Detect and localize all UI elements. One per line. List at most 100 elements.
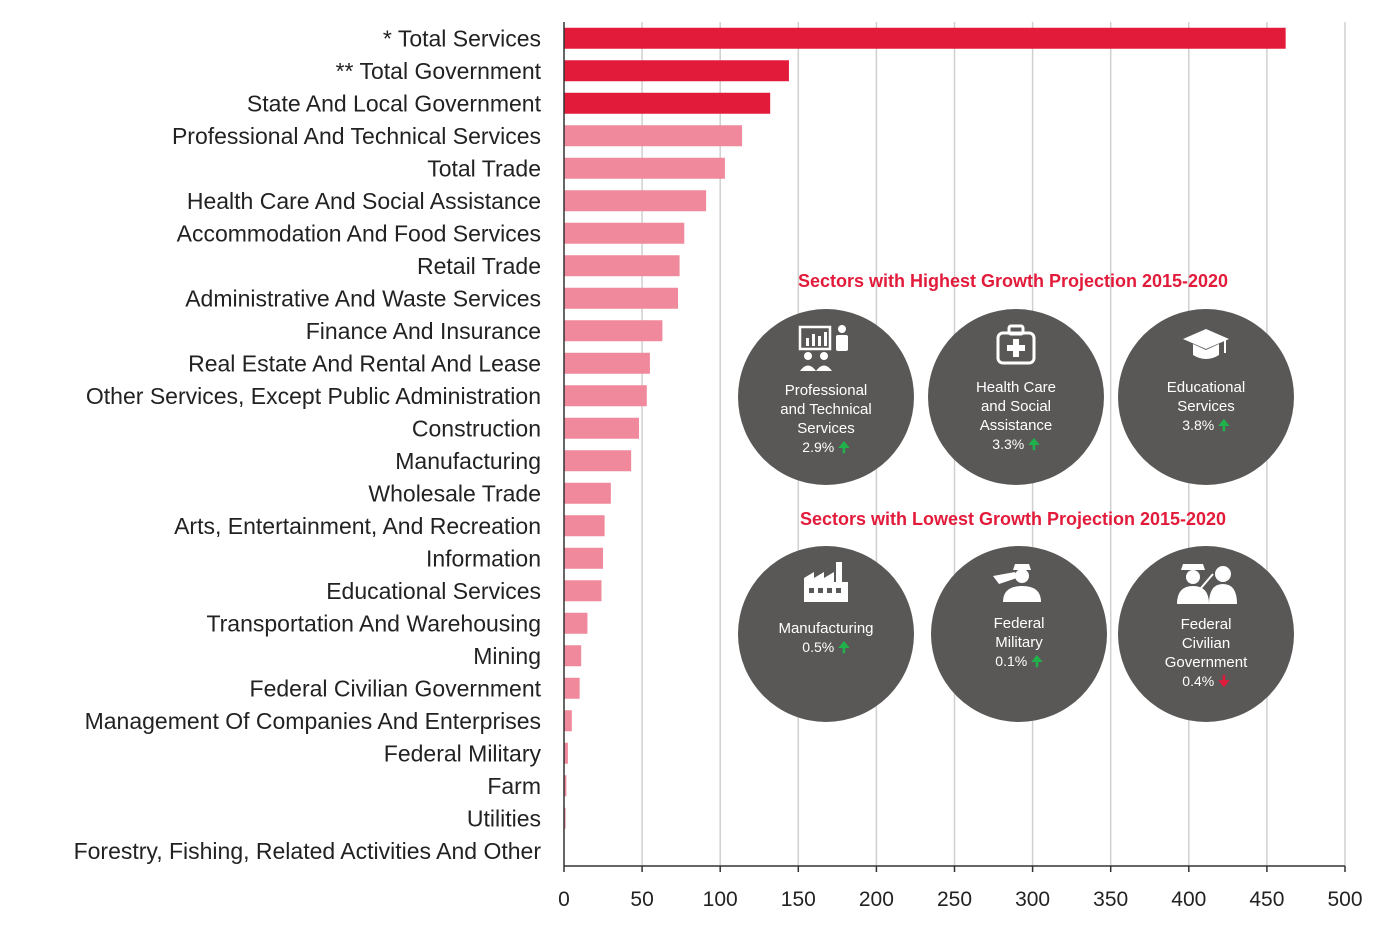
bar: [564, 27, 1286, 49]
category-label: State And Local Government: [247, 90, 542, 116]
arrow-up-icon: 🠉: [838, 639, 850, 655]
bar: [564, 807, 566, 829]
category-label: Utilities: [467, 805, 541, 831]
category-label: Manufacturing: [395, 448, 541, 474]
bar: [564, 222, 685, 244]
bar: [564, 677, 580, 699]
bar: [564, 385, 647, 407]
saluting-soldier-icon: [931, 562, 1107, 607]
bubble-line: Educational: [1166, 379, 1246, 396]
highest-growth-title: Sectors with Highest Growth Projection 2…: [797, 271, 1229, 291]
x-tick-label: 200: [859, 888, 894, 911]
category-label: Federal Civilian Government: [250, 675, 542, 701]
category-label: Finance And Insurance: [306, 318, 541, 344]
bubble-line: and Social: [980, 398, 1052, 415]
growth-pct: 0.5%: [802, 639, 835, 655]
x-tick-label: 400: [1171, 888, 1206, 911]
bar: [564, 60, 789, 82]
x-tick-label: 0: [558, 888, 570, 911]
category-label: Management Of Companies And Enterprises: [85, 708, 541, 734]
bar: [564, 287, 679, 309]
bar: [564, 547, 604, 569]
category-label: Wholesale Trade: [368, 480, 541, 506]
bar: [564, 352, 650, 374]
category-label: Retail Trade: [417, 253, 541, 279]
x-tick-label: 150: [781, 888, 816, 911]
bar: [564, 482, 611, 504]
bar: [564, 190, 707, 212]
x-tick-label: 50: [630, 888, 653, 911]
graduation-cap-icon: [1118, 325, 1294, 370]
bubble-line: Professional: [784, 382, 868, 399]
lowest-growth-title: Sectors with Lowest Growth Projection 20…: [799, 509, 1227, 529]
bubble-line: Assistance: [979, 417, 1053, 434]
bubble-line: Services: [1177, 398, 1235, 415]
tick-labels: 0 50 100 150 200 250 300 350 400 450 500: [558, 888, 1362, 911]
bar: [564, 775, 567, 797]
bubble-professional-technical: Professional and Technical Services 2.9%…: [738, 309, 914, 485]
category-label: Construction: [412, 415, 541, 441]
category-label: Professional And Technical Services: [172, 123, 541, 149]
bar: [564, 515, 605, 537]
x-tick-label: 100: [703, 888, 738, 911]
category-labels: * Total Services ** Total GovernmentState…: [74, 25, 542, 864]
bar: [564, 157, 725, 179]
bubble-line: and Technical: [780, 401, 872, 418]
factory-icon: [738, 556, 914, 609]
arrow-up-icon: 🠉: [1028, 436, 1040, 452]
category-label: Mining: [473, 643, 541, 669]
category-label: Transportation And Warehousing: [206, 610, 541, 636]
bar: [564, 320, 663, 342]
category-label: Other Services, Except Public Administra…: [86, 383, 541, 409]
growth-pct: 3.3%: [992, 436, 1025, 452]
arrow-down-icon: 🠋: [1218, 673, 1230, 689]
category-label: ** Total Government: [336, 58, 542, 84]
bubble-line: Military: [995, 634, 1043, 651]
bubble-federal-civilian: Federal Civilian Government 0.4% 🠋: [1118, 546, 1294, 722]
first-aid-kit-icon: [928, 323, 1104, 372]
category-label: Information: [426, 545, 541, 571]
bubble-line: Government: [1164, 654, 1248, 671]
bar: [564, 125, 743, 147]
category-label: Total Trade: [427, 155, 541, 181]
bar: [564, 612, 588, 634]
arrow-up-icon: 🠉: [1031, 653, 1043, 669]
bar: [564, 417, 639, 439]
x-tick-label: 450: [1249, 888, 1284, 911]
category-label: Health Care And Social Assistance: [187, 188, 541, 214]
bubble-health-care: Health Care and Social Assistance 3.3% 🠉: [928, 309, 1104, 485]
category-label: Farm: [487, 773, 541, 799]
arrow-up-icon: 🠉: [838, 439, 850, 455]
bubble-federal-military: Federal Military 0.1% 🠉: [931, 546, 1107, 722]
category-label: Real Estate And Rental And Lease: [188, 350, 541, 376]
bubble-line: Services: [797, 420, 855, 437]
growth-pct: 3.8%: [1182, 417, 1215, 433]
category-label: Arts, Entertainment, And Recreation: [174, 513, 541, 539]
bar: [564, 580, 602, 602]
bar: [564, 450, 632, 472]
presentation-icon: [738, 323, 914, 378]
bar: [564, 92, 771, 114]
x-tick-label: 350: [1093, 888, 1128, 911]
bubble-line: Federal: [993, 615, 1045, 632]
bubble-line: Federal: [1180, 616, 1232, 633]
bubble-line: Civilian: [1181, 635, 1231, 652]
bar: [564, 710, 572, 732]
bubble-manufacturing: Manufacturing 0.5% 🠉: [738, 546, 914, 722]
bubble-line: Health Care: [975, 379, 1057, 396]
growth-pct: 0.1%: [995, 653, 1028, 669]
bar: [564, 645, 582, 667]
category-label: * Total Services: [383, 25, 541, 51]
growth-pct: 0.4%: [1182, 673, 1215, 689]
arrow-up-icon: 🠉: [1218, 417, 1230, 433]
category-label: Administrative And Waste Services: [185, 285, 541, 311]
growth-pct: 2.9%: [802, 439, 835, 455]
bar: [564, 255, 680, 277]
x-tick-label: 500: [1327, 888, 1362, 911]
x-tick-label: 250: [937, 888, 972, 911]
bubble-line: Manufacturing: [778, 620, 874, 637]
axes: [563, 22, 1346, 872]
civil-servants-icon: [1118, 560, 1294, 609]
x-tick-label: 300: [1015, 888, 1050, 911]
